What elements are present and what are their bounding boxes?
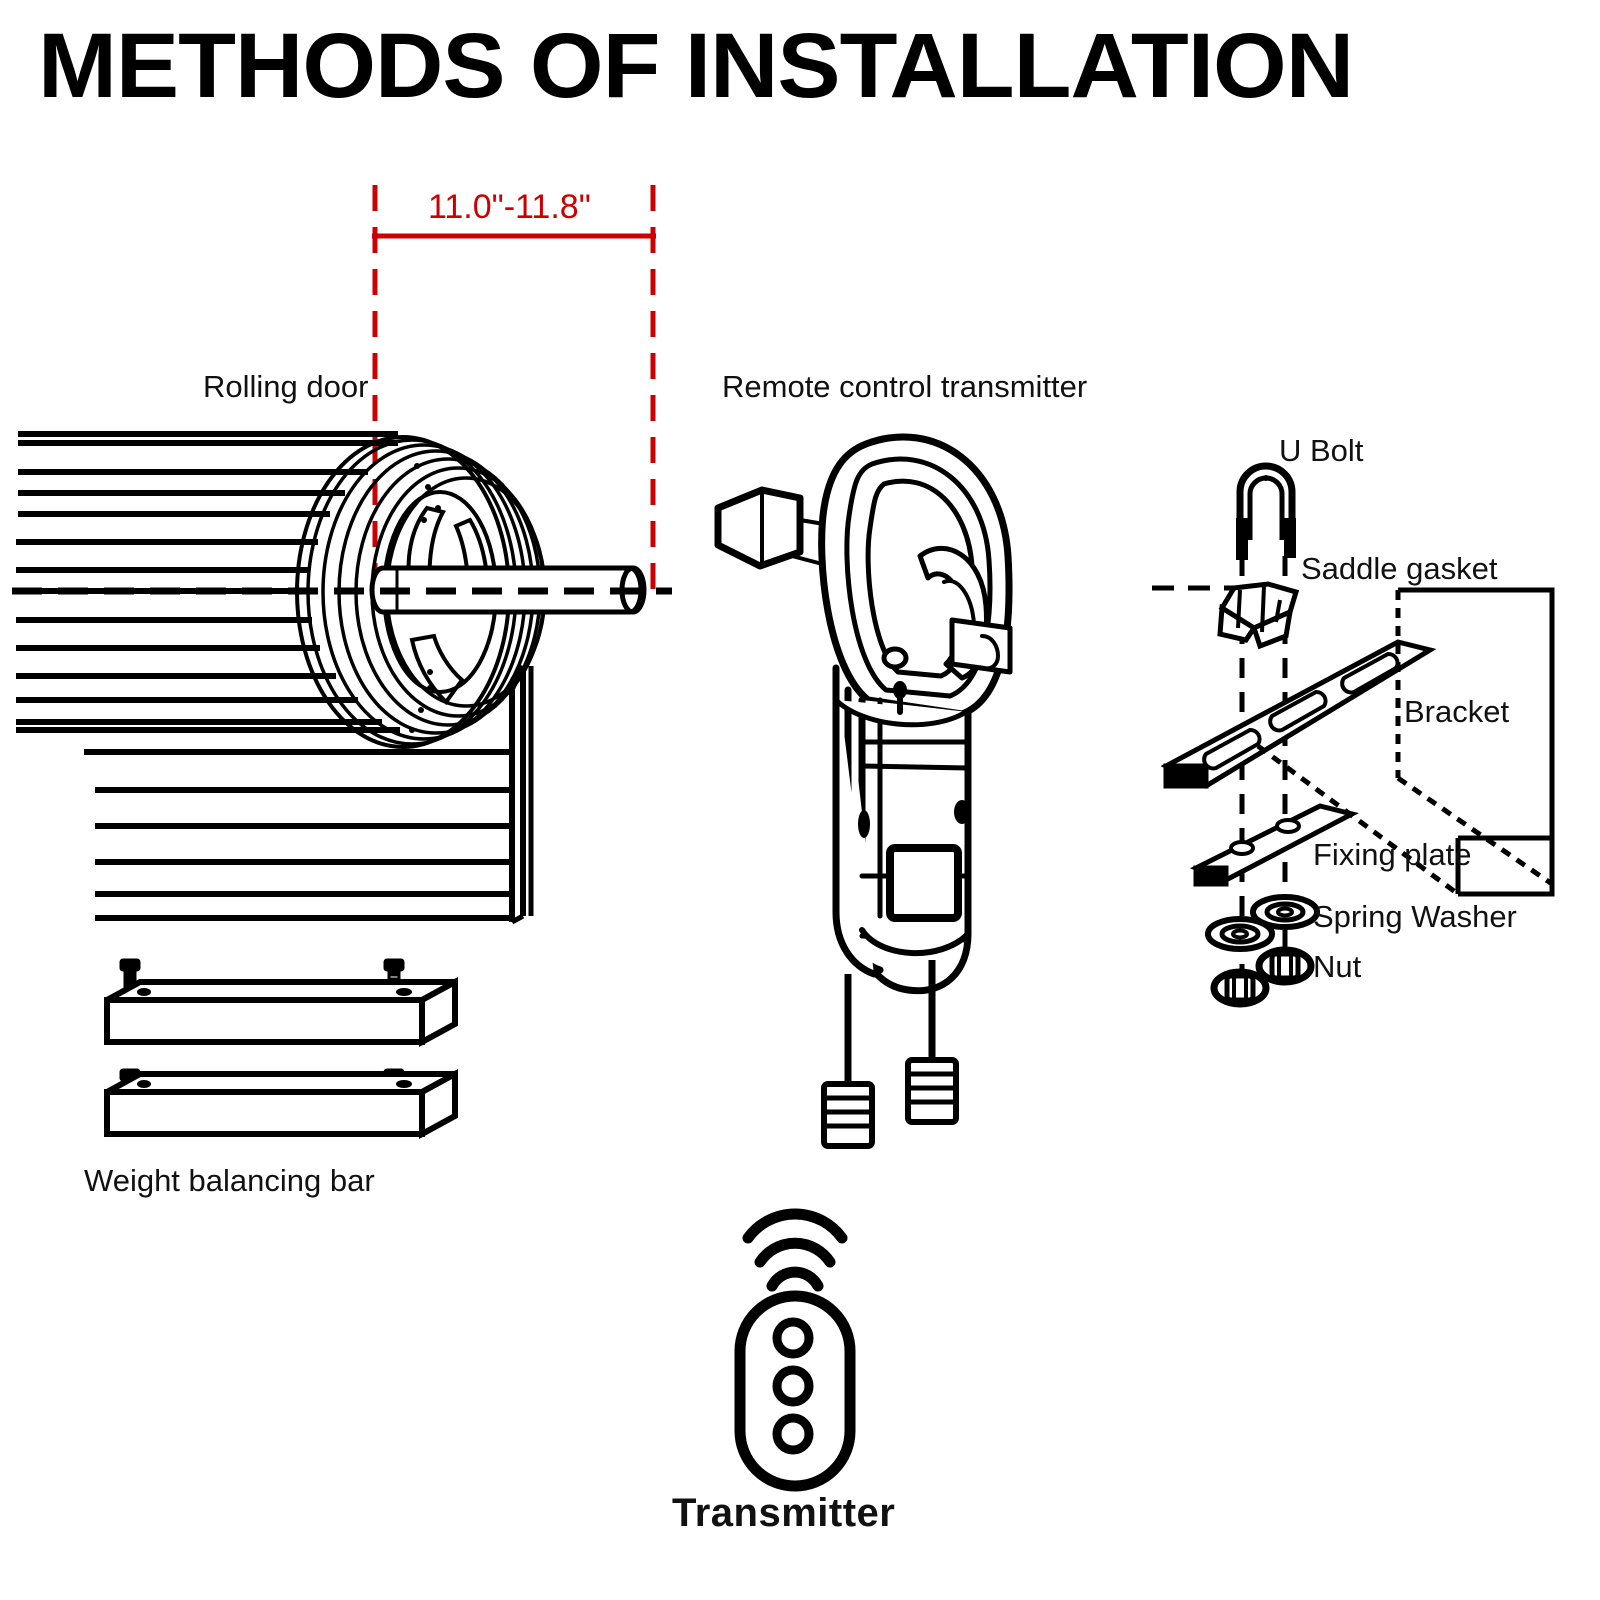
- label-fixing-plate: Fixing plate: [1313, 837, 1472, 872]
- weight-balancing-bar-lower: [104, 1068, 458, 1140]
- saddle-gasket: [1217, 581, 1300, 650]
- label-rolling-door: Rolling door: [203, 369, 369, 404]
- label-saddle-gasket: Saddle gasket: [1301, 551, 1498, 586]
- tubular-motor-unit: [714, 433, 1013, 995]
- motor-power-cables: [844, 960, 936, 1084]
- transmitter-button-1: [772, 1317, 814, 1359]
- spring-washer: [1205, 916, 1275, 952]
- u-bolt: [1236, 462, 1296, 560]
- label-nut: Nut: [1313, 949, 1362, 984]
- label-transmitter: Transmitter: [672, 1491, 896, 1535]
- label-bracket: Bracket: [1404, 694, 1510, 729]
- transmitter-buttons: [772, 1317, 814, 1455]
- rolling-door-lower-curtain: [84, 664, 534, 925]
- transmitter-button-2: [772, 1365, 814, 1407]
- transmitter-signal-arcs: [742, 1208, 848, 1292]
- label-u-bolt: U Bolt: [1279, 433, 1364, 468]
- dimension-label: 11.0"-11.8": [428, 188, 591, 226]
- page-title: METHODS OF INSTALLATION: [38, 15, 1354, 117]
- fixing-plate: [1189, 803, 1359, 887]
- dimension-annotation: [372, 185, 656, 592]
- transmitter-button-3: [772, 1413, 814, 1455]
- label-remote-control-transmitter: Remote control transmitter: [722, 369, 1088, 404]
- rolling-door-axle-shaft: [369, 565, 647, 615]
- nut: [1255, 946, 1315, 986]
- cable-connector: [821, 1057, 959, 1149]
- spring-washer: [1250, 894, 1320, 930]
- bracket-wall-plate: [1256, 587, 1555, 897]
- nut-group: [1210, 946, 1315, 1008]
- spring-washer-group: [1205, 894, 1320, 952]
- nut: [1210, 968, 1270, 1008]
- bracket: [1160, 639, 1437, 789]
- label-weight-balancing-bar: Weight balancing bar: [84, 1163, 375, 1198]
- weight-balancing-bar-upper: [104, 976, 458, 1048]
- label-spring-washer: Spring Washer: [1313, 899, 1517, 934]
- weight-balancing-bar-group: [104, 958, 458, 1140]
